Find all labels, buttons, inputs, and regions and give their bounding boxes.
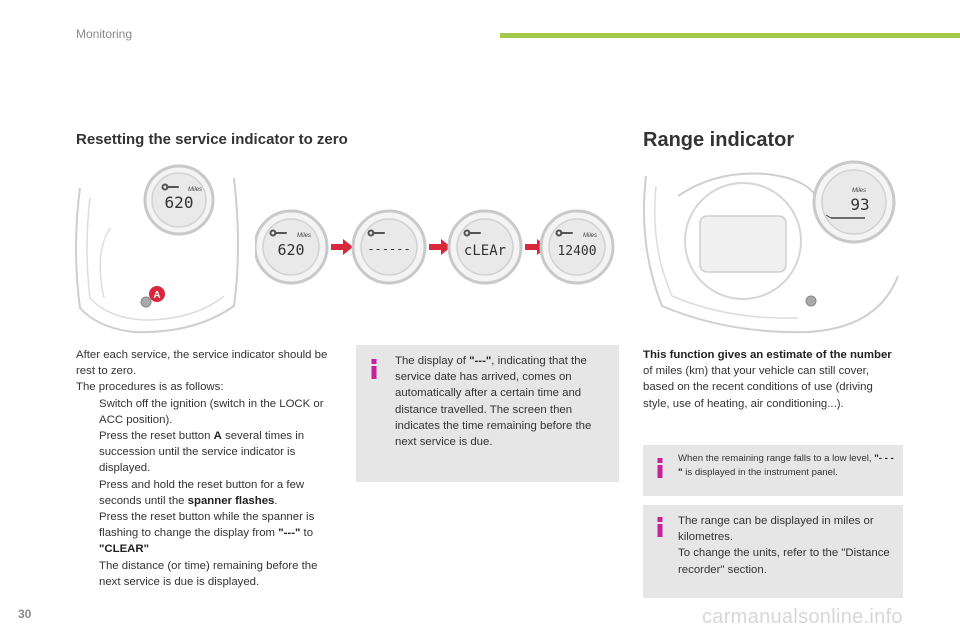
callout-letter: A: [153, 290, 160, 301]
info-box-service: The display of "---", indicating that th…: [356, 345, 619, 482]
info-box-units: The range can be displayed in miles or k…: [643, 505, 903, 598]
list-item: Switch off the ignition (switch in the L…: [76, 396, 338, 428]
sequence-gauge-4: Miles 12400: [539, 209, 615, 285]
info-text: The range can be displayed in miles or k…: [678, 515, 890, 576]
gauge-display: cLEAr: [464, 243, 506, 259]
intro-text: The procedures is as follows:: [76, 381, 224, 394]
spanner-icon: [161, 183, 179, 191]
watermark: carmanualsonline.info: [702, 606, 903, 628]
gauge-display: ------: [367, 242, 410, 256]
info-text: When the remaining range falls to a low …: [678, 453, 894, 478]
service-procedure-text: After each service, the service indicato…: [76, 347, 338, 590]
gauge-unit: Miles: [297, 233, 311, 239]
sequence-gauge-3: cLEAr: [447, 209, 523, 285]
section-label: Monitoring: [76, 27, 133, 41]
result-text: The distance (or time) remaining before …: [99, 559, 318, 588]
bullet-mark: [76, 509, 99, 558]
gauge-unit: Miles: [583, 233, 597, 239]
list-item: Press the reset button A several times i…: [76, 428, 338, 477]
sequence-gauge-2: ------: [351, 209, 427, 285]
section-accent-bar: [500, 33, 960, 38]
service-indicator-heading: Resetting the service indicator to zero: [76, 131, 348, 148]
arrow-icon: [331, 239, 353, 255]
list-item: Press and hold the reset button for a fe…: [76, 477, 338, 509]
sequence-gauge-1: Miles 620: [255, 209, 329, 285]
bullet-mark: [76, 428, 99, 477]
dash-value: 93: [850, 195, 869, 214]
bullet-mark: [76, 396, 99, 428]
dash-unit: Miles: [188, 187, 202, 193]
reset-button-callout: [149, 286, 165, 302]
info-icon: [657, 458, 663, 478]
intro-text: After each service, the service indicato…: [76, 349, 328, 378]
range-description: This function gives an estimate of the n…: [643, 349, 892, 410]
gauge-display: 12400: [557, 244, 596, 259]
gauge-display: 620: [277, 241, 304, 259]
range-indicator-heading: Range indicator: [643, 129, 795, 151]
display-sequence: Miles 620 ------ cLEAr Miles 12400: [255, 207, 615, 287]
service-dashboard-illustration: Miles 620 A: [74, 158, 242, 336]
page-number: 30: [18, 607, 32, 621]
info-icon: [371, 359, 377, 379]
range-dashboard-illustration: Miles 93: [638, 156, 904, 334]
info-text: The display of "---", indicating that th…: [395, 355, 592, 449]
bullet-mark: [76, 477, 99, 509]
list-item: Press the reset button while the spanner…: [76, 509, 338, 558]
dash-value: 620: [165, 193, 194, 212]
info-icon: [657, 517, 663, 537]
dash-unit: Miles: [852, 188, 866, 194]
info-box-low-range: When the remaining range falls to a low …: [643, 445, 903, 496]
